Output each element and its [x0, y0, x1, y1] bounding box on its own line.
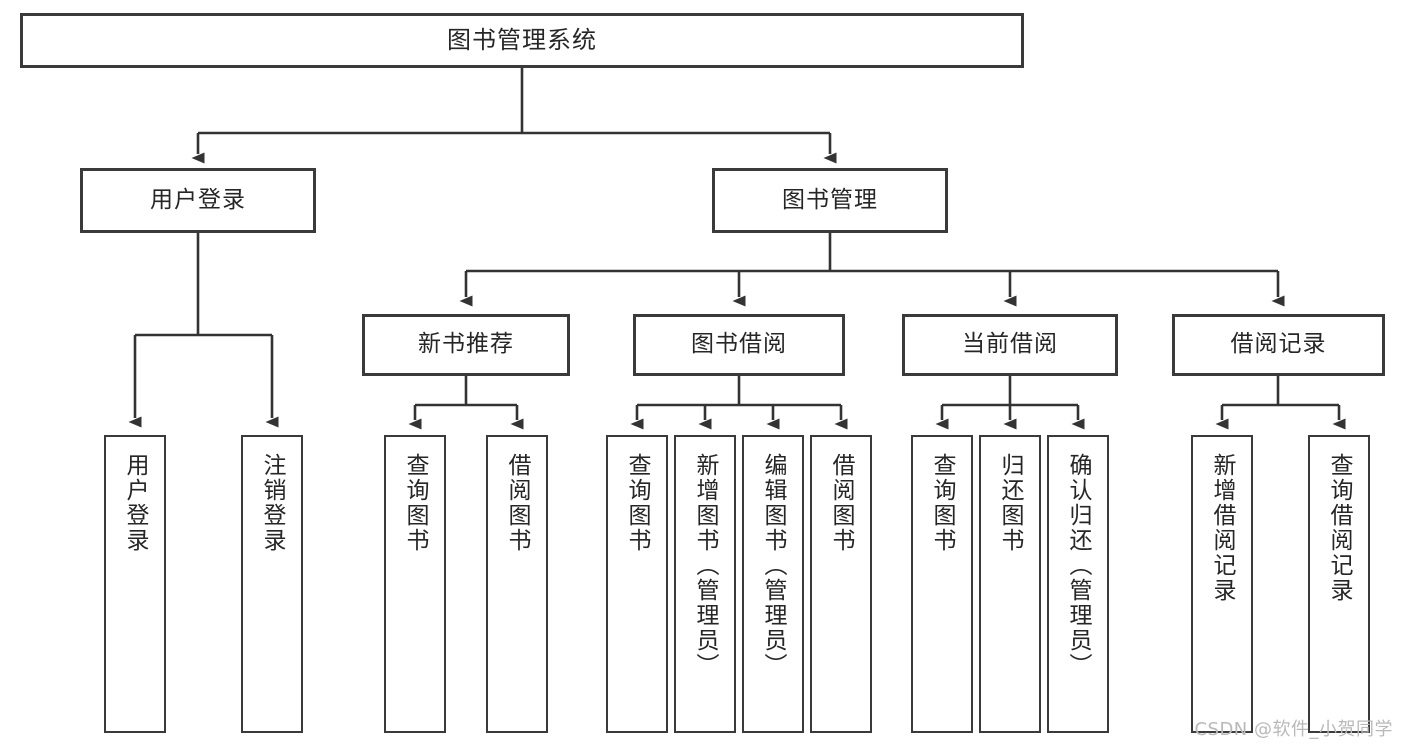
leaf-new-book-query-label: 查询图书	[402, 453, 429, 553]
leaf-add-borrow-record[interactable]: 新增借阅记录	[1191, 435, 1253, 733]
node-borrow-record-label: 借阅记录	[1230, 331, 1327, 358]
leaf-new-book-borrow[interactable]: 借阅图书	[486, 435, 548, 733]
leaf-borrow-query-book-label: 查询图书	[624, 453, 651, 553]
node-book-manage[interactable]: 图书管理	[712, 168, 948, 233]
leaf-user-login-label: 用户登录	[122, 453, 149, 553]
node-book-borrow[interactable]: 图书借阅	[633, 314, 845, 376]
leaf-user-login[interactable]: 用户登录	[104, 435, 166, 733]
leaf-query-borrow-record-label: 查询借阅记录	[1326, 453, 1353, 603]
node-user-login[interactable]: 用户登录	[80, 168, 316, 233]
node-book-manage-label: 图书管理	[782, 186, 878, 213]
node-new-book-recommend-label: 新书推荐	[418, 331, 514, 358]
leaf-borrow-book-label: 借阅图书	[828, 453, 855, 553]
leaf-query-borrow-record[interactable]: 查询借阅记录	[1308, 435, 1370, 733]
leaf-logout-label: 注销登录	[259, 453, 286, 553]
leaf-edit-book-admin[interactable]: 编辑图书（管理员）	[742, 435, 804, 733]
node-new-book-recommend[interactable]: 新书推荐	[362, 314, 570, 376]
leaf-return-book[interactable]: 归还图书	[979, 435, 1041, 733]
node-root-system[interactable]: 图书管理系统	[20, 13, 1024, 68]
leaf-return-book-label: 归还图书	[997, 453, 1024, 553]
leaf-confirm-return-admin-label: 确认归还（管理员）	[1065, 453, 1092, 678]
leaf-add-book-admin-label: 新增图书（管理员）	[692, 453, 719, 678]
leaf-borrow-book[interactable]: 借阅图书	[810, 435, 872, 733]
leaf-current-query-book[interactable]: 查询图书	[911, 435, 973, 733]
leaf-new-book-query[interactable]: 查询图书	[384, 435, 446, 733]
leaf-confirm-return-admin[interactable]: 确认归还（管理员）	[1047, 435, 1109, 733]
node-borrow-record[interactable]: 借阅记录	[1172, 314, 1385, 376]
node-user-login-label: 用户登录	[150, 186, 246, 213]
leaf-new-book-borrow-label: 借阅图书	[504, 453, 531, 553]
leaf-current-query-book-label: 查询图书	[929, 453, 956, 553]
node-current-borrow-label: 当前借阅	[962, 331, 1058, 358]
leaf-add-book-admin[interactable]: 新增图书（管理员）	[674, 435, 736, 733]
leaf-logout[interactable]: 注销登录	[241, 435, 303, 733]
node-current-borrow[interactable]: 当前借阅	[902, 314, 1118, 376]
node-book-borrow-label: 图书借阅	[691, 331, 787, 358]
node-root-label: 图书管理系统	[447, 26, 597, 55]
leaf-borrow-query-book[interactable]: 查询图书	[606, 435, 668, 733]
leaf-edit-book-admin-label: 编辑图书（管理员）	[760, 453, 787, 678]
leaf-add-borrow-record-label: 新增借阅记录	[1209, 453, 1236, 603]
watermark-text: CSDN @软件_小贺同学	[1194, 719, 1393, 740]
